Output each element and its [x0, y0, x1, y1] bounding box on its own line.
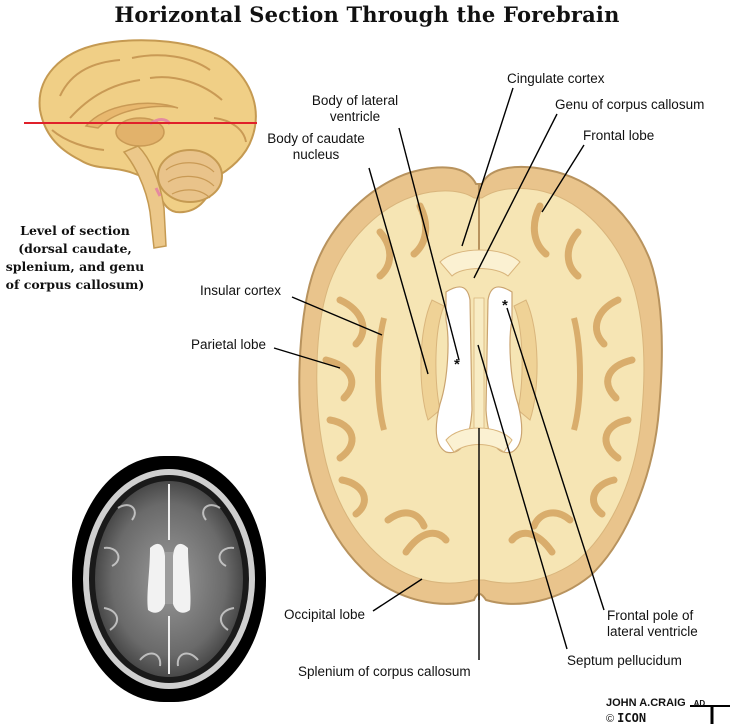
label-body-lateral-ventricle: Body of lateral ventricle	[300, 93, 410, 125]
label-insular-cortex: Insular cortex	[200, 283, 282, 298]
label-parietal-lobe: Parietal lobe	[191, 337, 267, 352]
label-frontal-pole-line-2: lateral ventricle	[607, 624, 698, 639]
label-frontal-pole-line-1: Frontal pole of	[607, 608, 694, 623]
leader-frontal-lobe	[541, 144, 585, 213]
artist-suffix: AD	[693, 699, 706, 708]
leader-caudate	[368, 167, 429, 375]
copyright-line: © ICON	[606, 711, 646, 725]
level-line-3: splenium, and genu	[5, 259, 145, 274]
mri-axial-image	[72, 456, 266, 702]
leader-occipital	[372, 578, 423, 612]
right-lateral-ventricle	[485, 286, 523, 454]
left-lateral-ventricle	[435, 286, 473, 454]
level-of-section-caption: Level of section (dorsal caudate, spleni…	[0, 222, 150, 294]
leader-genu	[473, 113, 558, 279]
label-body-lateral-line-2: ventricle	[329, 109, 381, 124]
credit-logo-mark	[690, 705, 730, 724]
leader-septum	[477, 344, 568, 650]
leader-parietal	[273, 347, 341, 369]
label-frontal-lobe: Frontal lobe	[583, 128, 655, 143]
level-line-1: Level of section	[20, 223, 130, 238]
horizontal-section	[298, 165, 663, 605]
leader-lines	[273, 87, 605, 660]
leader-insular	[291, 296, 383, 336]
label-body-caudate-nucleus: Body of caudate nucleus	[256, 131, 376, 163]
label-body-lateral-line-1: Body of lateral	[311, 93, 399, 108]
copyright-symbol: ©	[606, 713, 615, 725]
leader-body-lateral-ventricle	[398, 127, 460, 361]
level-line-4: of corpus callosum)	[5, 277, 145, 292]
figure-title: Horizontal Section Through the Forebrain	[114, 2, 620, 27]
sagittal-brain-thumbnail	[24, 39, 257, 249]
leader-cingulate	[461, 87, 514, 247]
level-line-2: (dorsal caudate,	[18, 241, 132, 256]
label-splenium-corpus-callosum: Splenium of corpus callosum	[298, 664, 471, 679]
label-occipital-lobe: Occipital lobe	[284, 607, 366, 622]
label-caudate-line-1: Body of caudate	[267, 131, 365, 146]
artist-credit: JOHN A.CRAIG AD	[606, 697, 705, 709]
leader-frontal-pole	[506, 307, 605, 611]
asterisk-left: *	[454, 356, 460, 373]
asterisk-right: *	[502, 297, 508, 314]
label-caudate-line-2: nucleus	[292, 147, 340, 162]
label-cingulate-cortex: Cingulate cortex	[507, 71, 605, 86]
label-septum-pellucidum: Septum pellucidum	[567, 653, 682, 668]
label-frontal-pole-lateral-ventricle: Frontal pole of lateral ventricle	[607, 608, 698, 640]
brand-logo: ICON	[617, 711, 647, 725]
artist-name: JOHN A.CRAIG	[606, 697, 686, 709]
label-genu-corpus-callosum: Genu of corpus callosum	[555, 97, 705, 112]
